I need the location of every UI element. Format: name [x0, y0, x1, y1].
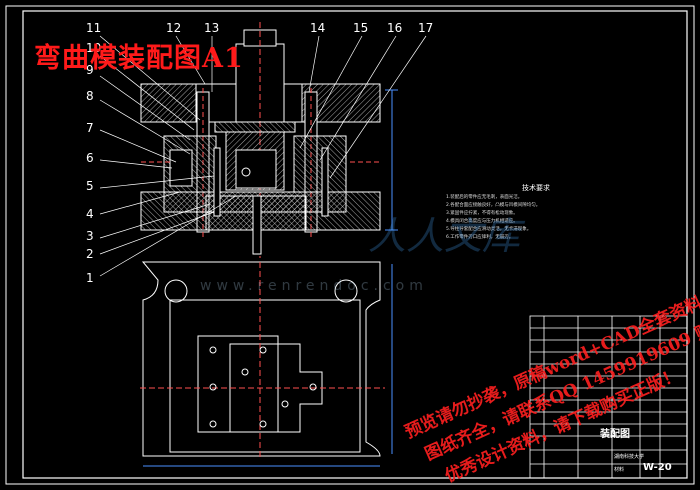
part-label: 7	[86, 121, 94, 135]
part-label: 17	[418, 21, 433, 35]
part-label: 16	[387, 21, 402, 35]
part-label: 8	[86, 89, 94, 103]
part-label: 14	[310, 21, 325, 35]
title-block	[529, 315, 688, 479]
title-block-school: 湖南科技大学	[614, 454, 645, 460]
section-view	[140, 22, 398, 258]
part-label: 10	[86, 41, 101, 55]
brand-watermark: 人人文库	[368, 214, 521, 258]
title-block-sheet: W-20	[643, 462, 672, 473]
part-label: 5	[86, 179, 94, 193]
part-label: 12	[166, 21, 181, 35]
tech-item: 6.工作零件刃口应锋利，无崩刃。	[446, 235, 514, 240]
tech-requirements-title: 技术要求	[522, 184, 550, 192]
tech-item: 1.装配后的零件应无毛刺，表面光洁。	[446, 195, 523, 200]
title-block-material: 材料	[614, 467, 625, 473]
inner-frame	[22, 10, 688, 479]
part-label: 9	[86, 63, 94, 77]
drawing-title: 弯曲模装配图A1	[34, 43, 244, 74]
part-labels-top: 12 13 14 15 16 17	[166, 21, 433, 35]
part-label: 15	[353, 21, 368, 35]
leader-lines-top	[175, 35, 427, 179]
part-label: 6	[86, 151, 94, 165]
tech-item: 2.各配合面应接触良好，凸模与凹模间隙均匀。	[446, 203, 541, 208]
part-label: 3	[86, 229, 94, 243]
part-label: 11	[86, 21, 101, 35]
leader-lines-left	[99, 35, 237, 277]
part-label: 4	[86, 207, 94, 221]
part-label: 1	[86, 271, 94, 285]
outer-frame	[5, 5, 695, 485]
part-label: 2	[86, 247, 94, 261]
tech-item: 5.导柱导套配合应滑动灵活，无卡滞现象。	[446, 227, 532, 232]
url-watermark: www.renrendoc.com	[200, 278, 428, 294]
plan-view	[140, 261, 393, 467]
tech-item: 4.模具闭合高度应与压力机相适应。	[446, 219, 518, 224]
tech-item: 3.紧固件应拧紧，不得有松动现象。	[446, 211, 518, 216]
title-block-drawing-name: 装配图	[600, 429, 630, 440]
part-labels-left: 11 10 9 8 7 6 5 4 3 2 1	[86, 21, 101, 285]
part-label: 13	[204, 21, 219, 35]
tech-requirements-list: 1.装配后的零件应无毛刺，表面光洁。 2.各配合面应接触良好，凸模与凹模间隙均匀…	[446, 194, 646, 242]
